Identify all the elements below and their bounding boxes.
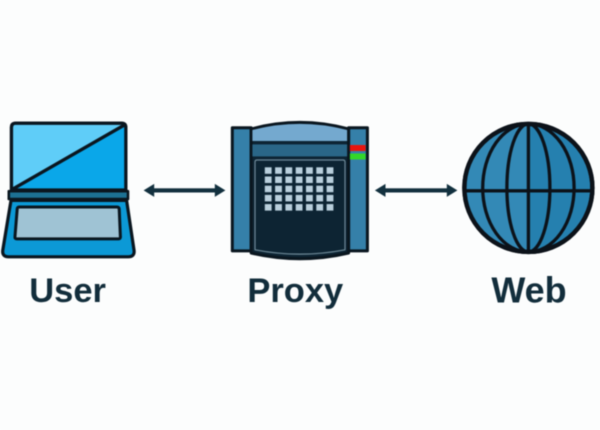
svg-text:User: User <box>29 272 106 310</box>
svg-text:Proxy: Proxy <box>247 272 343 310</box>
svg-text:Web: Web <box>491 270 566 311</box>
